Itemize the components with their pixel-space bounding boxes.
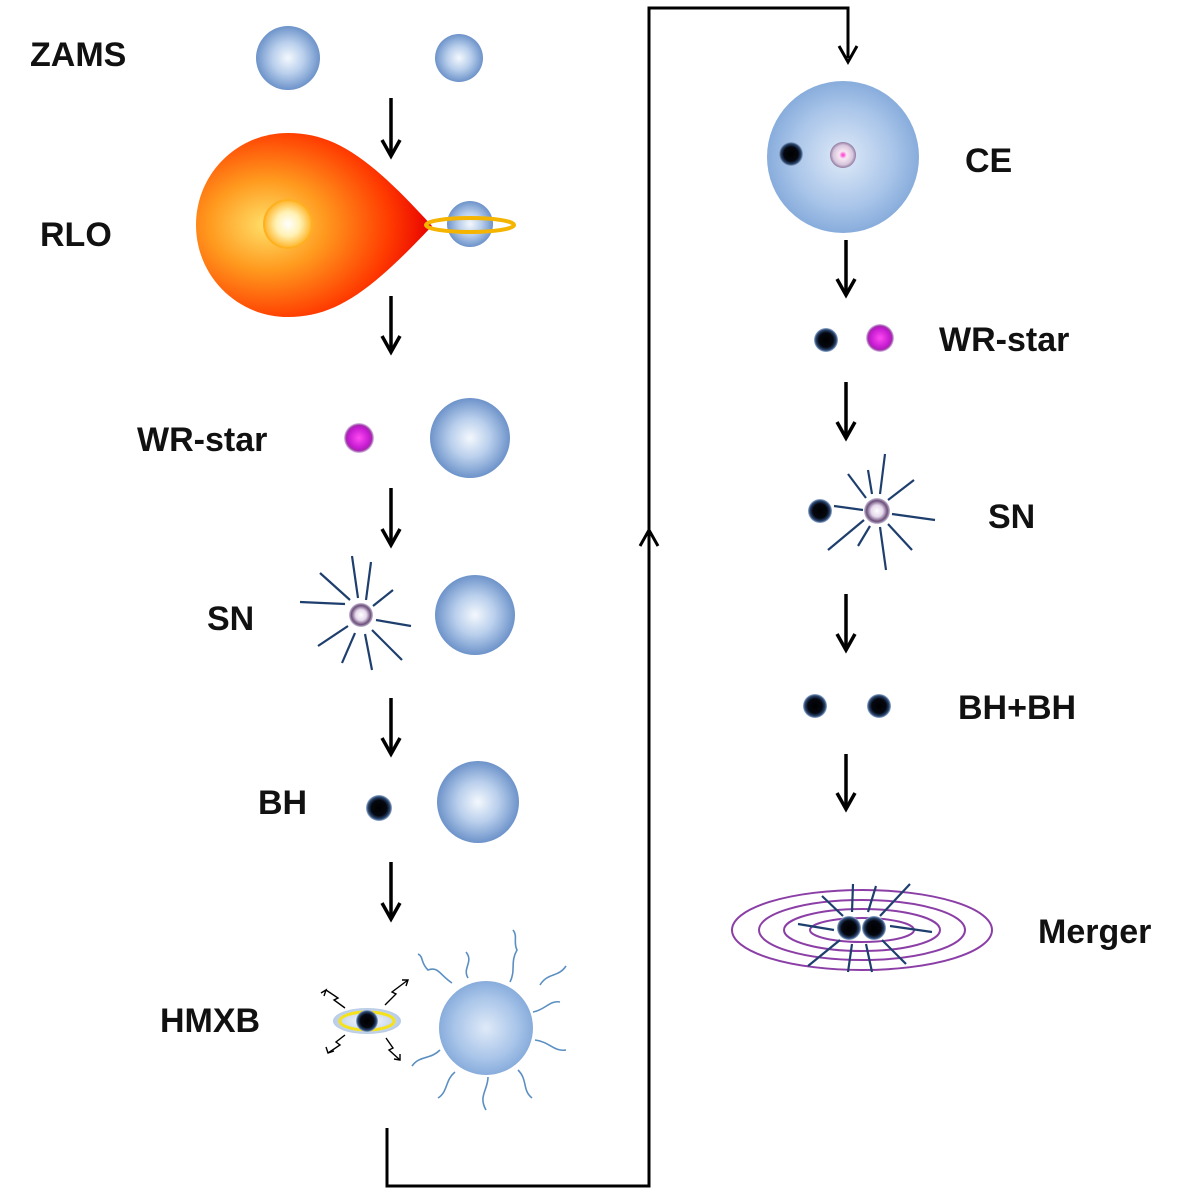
stage-label-sn: SN [988,498,1035,536]
arrow-down [835,382,857,442]
stage-label-zams: ZAMS [30,36,126,74]
wolf-rayet-star [866,324,894,352]
donor-core [830,142,856,168]
stage-label-bh-bh: BH+BH [958,689,1076,727]
black-hole [862,916,886,940]
black-hole [366,795,392,821]
black-hole [808,499,832,523]
connector-path [385,6,859,1188]
arrow-down [380,862,402,923]
secondary-star [435,34,483,82]
primary-star [256,26,320,90]
donor-core [263,199,313,249]
companion-star [430,398,510,478]
supernova-remnant [349,603,373,627]
stage-label-ce: CE [965,142,1012,180]
supernova-ejecta [299,555,412,671]
accretor-star [447,201,493,247]
arrow-down [380,488,402,549]
companion-star [435,575,515,655]
supernova-remnant [864,498,890,524]
supernova-ejecta [827,453,936,571]
stage-label-rlo: RLO [40,216,112,254]
arrow-down [380,698,402,758]
arrow-down [835,754,857,813]
accretion-ring [424,216,516,234]
black-hole [356,1010,378,1032]
arrow-down [380,98,402,160]
x-ray-emission [320,979,409,1061]
wolf-rayet-star [344,423,374,453]
black-hole [779,142,803,166]
companion-star [437,761,519,843]
stage-label-wr-star: WR-star [137,421,267,459]
stage-label-sn: SN [207,600,254,638]
arrow-down [835,594,857,654]
black-hole [867,694,891,718]
stage-label-merger: Merger [1038,913,1151,951]
black-hole [803,694,827,718]
roche-lobe-overflow-donor [196,133,432,317]
stage-label-wr-star: WR-star [939,321,1069,359]
arrow-down [835,240,857,299]
donor-star [439,981,533,1075]
arrow-down [380,296,402,356]
stage-label-bh: BH [258,784,307,822]
gravitational-waves [731,889,993,971]
stellar-wind [411,929,567,1111]
stage-label-hmxb: HMXB [160,1002,260,1040]
black-hole [837,916,861,940]
merger-ejecta [797,883,933,973]
black-hole [814,328,838,352]
